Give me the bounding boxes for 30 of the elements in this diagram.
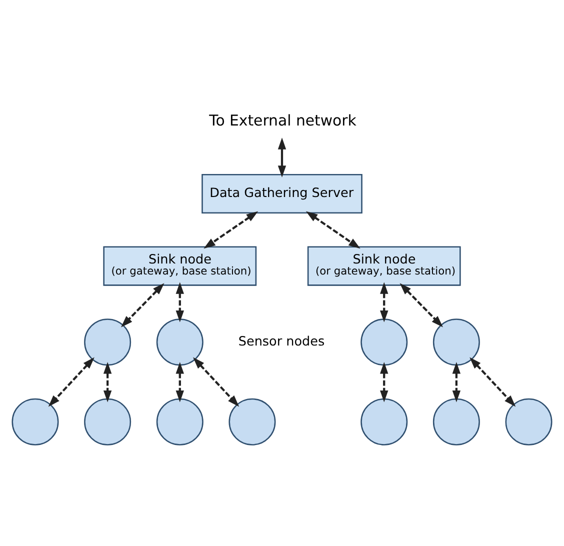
node-circle [360, 398, 408, 445]
node-circle [505, 398, 552, 445]
arrow [103, 361, 112, 402]
arrow [121, 282, 164, 327]
node-box: Sink node (or gateway, base station) [307, 246, 461, 286]
node-circle [84, 318, 132, 366]
arrow [193, 356, 240, 406]
node-circle [228, 398, 276, 445]
node-circle [84, 398, 132, 445]
arrow [470, 356, 516, 406]
arrow [452, 361, 461, 402]
arrow [278, 137, 286, 177]
label: Sensor nodes [238, 334, 325, 349]
arrow [176, 282, 184, 322]
arrow [400, 282, 443, 327]
arrow [380, 361, 388, 402]
node-circle [432, 398, 480, 445]
node-circle [360, 318, 408, 366]
arrow [204, 210, 258, 248]
node-box: Data Gathering Server [202, 173, 362, 214]
node-circle [156, 398, 204, 445]
node-circle [156, 318, 204, 366]
node-text: To External network [209, 110, 356, 129]
arrow [176, 361, 184, 402]
node-box: Sink node (or gateway, base station) [103, 246, 257, 286]
arrow [380, 282, 388, 322]
node-circle [12, 398, 59, 445]
node-circle [432, 318, 480, 366]
arrow [48, 356, 94, 406]
arrow [306, 210, 360, 248]
